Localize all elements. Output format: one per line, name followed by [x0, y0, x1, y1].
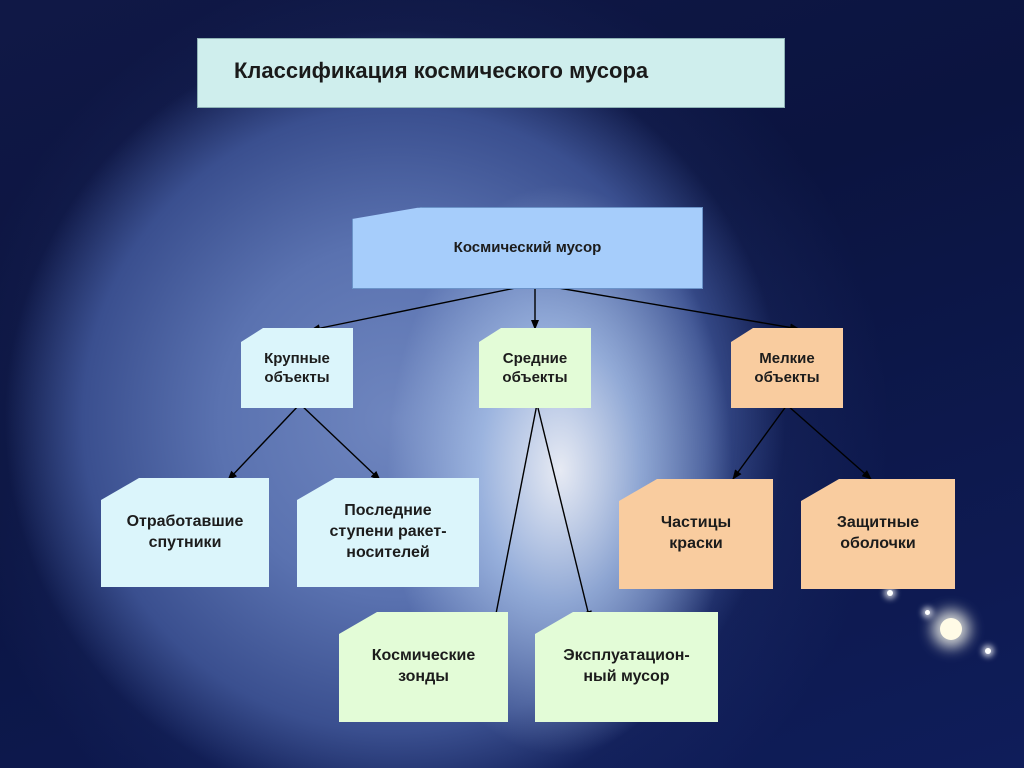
title-box: Классификация космического мусора [197, 38, 785, 108]
item-rocket-stages: Последние ступени ракет- носителей [297, 478, 479, 587]
root-node-space-debris: Космический мусор [352, 207, 703, 289]
star [887, 590, 893, 596]
star [925, 610, 930, 615]
page-title: Классификация космического мусора [234, 58, 649, 83]
category-small-objects: Мелкие объекты [731, 328, 843, 408]
category-medium-objects: Средние объекты [479, 328, 591, 408]
star [985, 648, 991, 654]
category-large-objects: Крупные объекты [241, 328, 353, 408]
item-operational-debris: Эксплуатацион- ный мусор [535, 612, 718, 722]
item-paint-particles: Частицы краски [619, 479, 773, 589]
item-protective-shells: Защитные оболочки [801, 479, 955, 589]
item-space-probes: Космические зонды [339, 612, 508, 722]
item-spent-satellites: Отработавшие спутники [101, 478, 269, 587]
star [940, 618, 962, 640]
